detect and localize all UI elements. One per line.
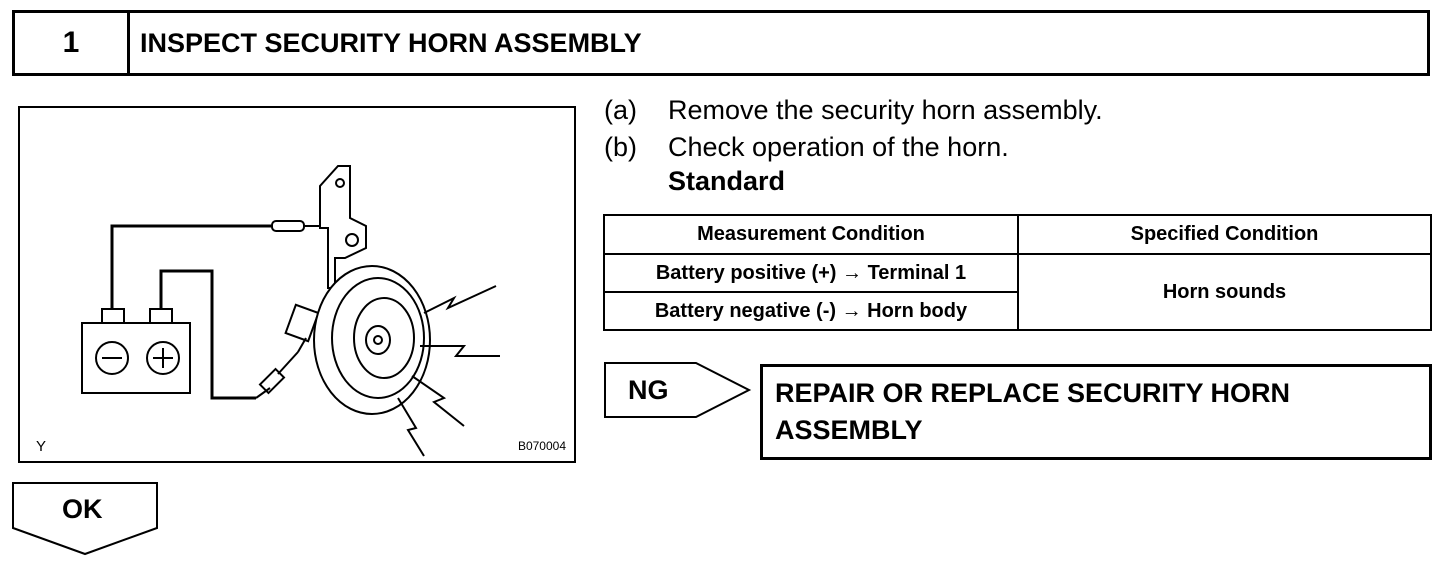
table-row: Battery negative (-) → Horn body — [603, 291, 1431, 331]
negative-lead-wire — [110, 224, 272, 309]
figure-code-right: B070004 — [517, 439, 566, 453]
sound-wave-4 — [397, 397, 425, 457]
step-header: 1 INSPECT SECURITY HORN ASSEMBLY — [12, 10, 1430, 76]
battery-terminal-positive — [149, 308, 173, 324]
ok-arrow-tag — [12, 482, 158, 556]
negative-lead-clip — [271, 220, 305, 232]
instruction-a-text: Remove the security horn assembly. — [668, 95, 1103, 125]
sound-wave-1 — [423, 285, 497, 314]
ng-label: NG — [628, 375, 669, 405]
sound-wave-2 — [420, 345, 500, 357]
table-header-row: Measurement Condition Specified Conditio… — [603, 214, 1432, 255]
battery-terminal-negative — [101, 308, 125, 324]
instruction-a: (a) Remove the security horn assembly. — [604, 92, 1103, 128]
condition-positive: Battery positive (+) → Terminal 1 — [603, 253, 1019, 293]
specified-result: Horn sounds — [1017, 253, 1432, 331]
positive-lead-wire — [159, 269, 256, 400]
ok-label: OK — [62, 494, 103, 524]
standard-heading: Standard — [668, 166, 786, 196]
horn-bracket — [319, 165, 367, 289]
step-number: 1 — [15, 13, 130, 73]
header-measurement-condition: Measurement Condition — [603, 214, 1019, 255]
figure-code-left: Y — [36, 438, 47, 455]
sound-wave-3 — [411, 375, 465, 427]
ng-arrow-tag — [604, 362, 752, 418]
table-row: Battery positive (+) → Terminal 1 Horn s… — [603, 253, 1432, 331]
instruction-b: (b) Check operation of the horn. — [604, 129, 1009, 165]
condition-negative: Battery negative (-) → Horn body — [603, 291, 1019, 331]
horn-connector — [284, 303, 320, 343]
ng-action-box: REPAIR OR REPLACE SECURITY HORN ASSEMBLY — [760, 364, 1432, 460]
battery-plus-symbol — [146, 341, 180, 375]
battery-minus-symbol — [95, 341, 129, 375]
ng-action-line-2: ASSEMBLY — [775, 415, 923, 445]
spec-table: Measurement Condition Specified Conditio… — [603, 214, 1432, 331]
step-title: INSPECT SECURITY HORN ASSEMBLY — [140, 27, 642, 58]
horn-wiring-diagram — [81, 165, 500, 457]
ng-action-line-1: REPAIR OR REPLACE SECURITY HORN — [775, 378, 1291, 408]
instruction-b-text: Check operation of the horn. — [668, 132, 1009, 162]
battery-body — [81, 322, 191, 394]
horn-illustration: Y B070004 — [18, 106, 576, 463]
instruction-a-label: (a) — [604, 95, 637, 125]
header-specified-condition: Specified Condition — [1017, 214, 1432, 255]
instruction-b-label: (b) — [604, 132, 637, 162]
